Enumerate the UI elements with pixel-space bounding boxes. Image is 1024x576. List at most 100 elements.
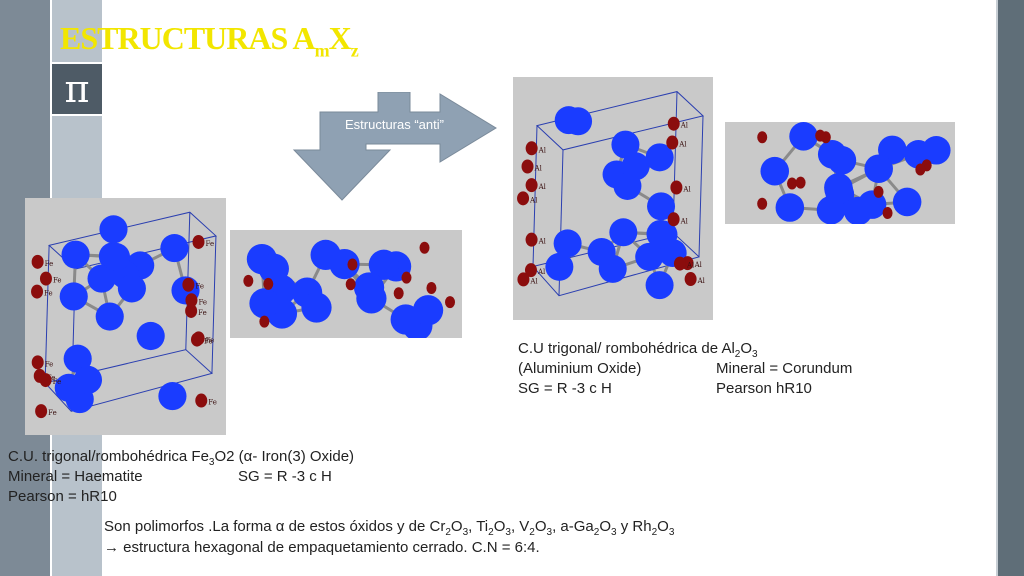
metal-atom (185, 293, 198, 308)
atom-label: Fe (205, 240, 214, 248)
metal-atom (667, 116, 680, 131)
atom-label: Al (529, 196, 538, 204)
metal-atom (192, 331, 205, 346)
corundum-caption-line1: C.U trigonal/ rombohédrica de Al2O3 (518, 340, 758, 360)
atom-label: Al (534, 165, 543, 173)
metal-atom (521, 159, 534, 174)
oxygen-atom (160, 234, 189, 263)
metal-atom (524, 263, 537, 278)
metal-atom (525, 178, 538, 193)
metal-atom (393, 287, 404, 300)
oxygen-atom (789, 122, 818, 151)
atom-label: Fe (44, 290, 53, 298)
corundum-layer-image (725, 122, 955, 224)
oxygen-atom (587, 237, 616, 266)
anti-structures-arrow (292, 92, 497, 201)
metal-atom (673, 256, 686, 271)
metal-atom (39, 271, 52, 286)
oxygen-atom (136, 321, 165, 351)
oxygen-atom (310, 239, 341, 271)
oxygen-atom (61, 240, 90, 269)
oxygen-atom (760, 156, 790, 186)
oxygen-atom (390, 304, 421, 335)
oxygen-atom (645, 143, 674, 172)
atom-label: Fe (53, 277, 62, 285)
cell-edge (698, 115, 704, 257)
oxygen-atom (249, 288, 280, 319)
haematite-unit-cell-image: FeFeFeFeFeFeFeFeFeFeFeFeFeFe (25, 198, 226, 435)
oxygen-atom (892, 187, 922, 217)
atom-label: Al (686, 262, 695, 270)
atom-label: Fe (208, 399, 217, 407)
atom-label: Al (678, 141, 687, 149)
atom-label: Fe (198, 298, 207, 306)
oxygen-atom (609, 218, 638, 247)
atom-label: Fe (45, 260, 54, 268)
atom-label: Al (682, 185, 691, 193)
metal-atom (243, 274, 254, 287)
metal-atom (757, 197, 768, 210)
haematite-space-group: SG = R -3 c H (238, 468, 332, 485)
oxygen-atom (117, 274, 146, 303)
atom-label: Fe (48, 409, 57, 417)
oxygen-atom (553, 229, 582, 258)
metal-atom (401, 271, 412, 284)
atom-label: Fe (198, 309, 207, 317)
metal-atom (185, 303, 198, 318)
slide-title: ESTRUCTURAS AmXz (60, 20, 359, 61)
oxygen-atom (817, 139, 847, 169)
oxygen-atom (101, 242, 131, 272)
cell-edge (44, 245, 50, 383)
atom-label: Al (537, 268, 546, 276)
oxygen-atom (649, 220, 678, 249)
pi-icon: π (52, 62, 102, 116)
corundum-pearson: Pearson hR10 (716, 380, 812, 397)
corundum-space-group: SG = R -3 c H (518, 380, 612, 397)
oxygen-atom (95, 302, 124, 331)
atom-label: Al (538, 238, 547, 246)
atom-label: Fe (53, 378, 62, 386)
metal-atom (795, 176, 806, 189)
oxygen-atom (63, 344, 92, 373)
oxygen-atom (368, 249, 399, 280)
metal-atom (263, 277, 274, 290)
polymorph-note-line1: Son polimorfos .La forma α de estos óxid… (104, 518, 675, 538)
arrow-label: Estructuras “anti” (345, 117, 444, 132)
metal-atom (873, 185, 884, 198)
metal-atom (345, 278, 356, 291)
metal-atom (525, 232, 538, 247)
metal-atom (426, 281, 437, 294)
oxygen-atom (353, 272, 385, 303)
metal-atom (787, 177, 798, 190)
atom-label: Fe (204, 338, 213, 346)
metal-atom (182, 277, 195, 292)
corundum-oxide-name: (Aluminium Oxide) (518, 360, 642, 377)
metal-atom (445, 296, 456, 309)
metal-atom (419, 241, 430, 254)
oxygen-atom (301, 292, 332, 323)
right-sidebar-divider (996, 0, 998, 576)
oxygen-atom (554, 106, 583, 135)
metal-atom (31, 355, 44, 370)
metal-atom (259, 315, 270, 328)
atom-label: Fe (45, 360, 54, 368)
metal-atom (347, 258, 358, 271)
oxygen-atom (59, 282, 88, 311)
metal-atom (192, 234, 205, 249)
oxygen-atom (258, 253, 289, 284)
oxygen-atom (645, 271, 674, 300)
oxygen-atom (99, 215, 128, 244)
metal-atom (525, 141, 538, 156)
atom-label: Fe (206, 336, 215, 344)
metal-atom (667, 212, 680, 227)
oxygen-atom (647, 192, 676, 221)
metal-atom (31, 254, 44, 269)
haematite-mineral: Mineral = Haematite (8, 468, 143, 485)
polymorph-note-line2: → estructura hexagonal de empaquetamient… (104, 539, 540, 556)
oxygen-atom (158, 382, 187, 411)
metal-atom (31, 284, 44, 299)
metal-atom (517, 191, 530, 206)
atom-label: Al (697, 277, 706, 285)
oxygen-atom (864, 154, 893, 184)
